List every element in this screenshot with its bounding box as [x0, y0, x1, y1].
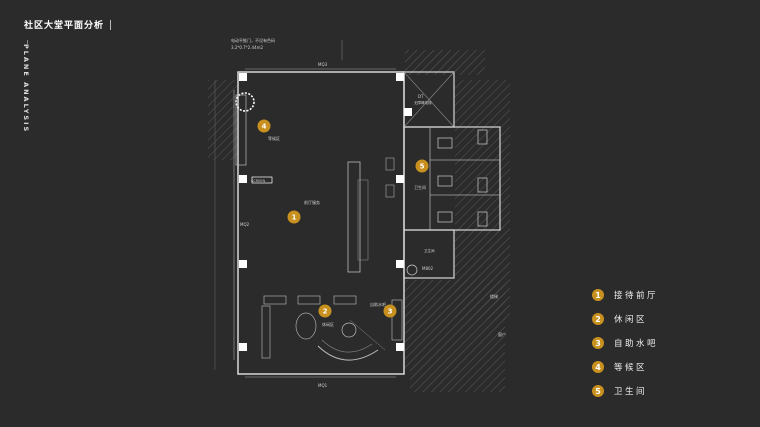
column — [396, 175, 404, 183]
marker-5-circle — [415, 159, 429, 173]
screen-label: SCREEN — [251, 179, 266, 183]
legend-num: 3 — [592, 337, 604, 349]
legend-num: 4 — [592, 361, 604, 373]
plan-marker-1: 1 — [287, 210, 301, 224]
stair-label: 楼梯 — [490, 293, 498, 299]
legend-num: 1 — [592, 289, 604, 301]
sofa — [333, 295, 357, 305]
door-label-right: M802 — [422, 266, 434, 271]
lobby-wall — [237, 71, 405, 375]
legend-item-wait: 4 等候区 — [592, 355, 658, 379]
legend-item-reception: 1 接待前厅 — [592, 283, 658, 307]
elevator-diag-2 — [403, 71, 455, 128]
bar-leader — [349, 319, 386, 351]
accessible-fixture — [406, 264, 418, 276]
window-label: 窗户 — [498, 331, 506, 337]
door-label-top: MQ3 — [318, 62, 328, 67]
legend-item-toilet: 5 卫生间 — [592, 379, 658, 403]
legend-num: 5 — [592, 385, 604, 397]
vertical-title: PLANE ANALYSIS — [22, 44, 30, 134]
reception-back — [357, 179, 369, 261]
column — [396, 343, 404, 351]
vertical-rule-top — [27, 40, 28, 44]
column — [239, 260, 247, 268]
rest-area-label: 休闲区 — [322, 321, 334, 327]
marker-3-circle — [383, 304, 397, 318]
legend-num: 2 — [592, 313, 604, 325]
screen — [251, 176, 273, 184]
title-divider — [110, 19, 112, 30]
column — [239, 343, 247, 351]
accessible-toilet — [403, 229, 455, 279]
elevator-sublabel: 无障碍电梯 — [414, 100, 432, 105]
lobby-label: 前厅服务 — [304, 199, 320, 205]
toilet-fixture-2 — [477, 177, 488, 193]
legend-label: 休闲区 — [614, 315, 648, 325]
legend-label: 自助水吧 — [614, 339, 659, 349]
hatch-bottom-right — [405, 280, 505, 370]
table — [295, 312, 317, 340]
hatch-left-top — [208, 80, 238, 160]
column — [396, 260, 404, 268]
sink-1 — [437, 137, 453, 149]
plan-note-2: 3.2*0.7*2.44m2 — [231, 45, 264, 50]
column — [239, 73, 247, 81]
page-title: 社区大堂平面分析 — [24, 18, 112, 31]
sink-2 — [437, 175, 453, 187]
plan-marker-4: 4 — [257, 119, 271, 133]
plan-marker-3: 3 — [383, 304, 397, 318]
reception-desk — [347, 161, 361, 273]
legend-label: 接待前厅 — [614, 291, 659, 301]
toilet2-label: 卫生间 — [424, 248, 435, 253]
page-title-text: 社区大堂平面分析 — [24, 21, 105, 31]
column — [396, 73, 404, 81]
toilet-label: 卫生间 — [414, 184, 426, 190]
side-bench — [261, 305, 271, 359]
legend: 1 接待前厅 2 休闲区 3 自助水吧 4 等候区 5 卫生间 — [592, 283, 658, 403]
legend-item-bar: 3 自助水吧 — [592, 331, 658, 355]
marker-3-text: 3 — [388, 308, 393, 316]
door-label-bottom: MQ1 — [318, 383, 328, 388]
marker-4-text: 4 — [262, 123, 267, 131]
chair — [385, 157, 395, 171]
hatch-top-right — [405, 50, 485, 75]
elevator-label: DT — [418, 94, 424, 99]
column — [404, 108, 412, 116]
wait-bench — [235, 94, 247, 166]
marker-2-text: 2 — [323, 308, 328, 316]
marker-5-text: 5 — [420, 163, 425, 171]
bar-area-label: 自助水吧 — [370, 301, 386, 307]
legend-item-rest: 2 休闲区 — [592, 307, 658, 331]
door-label-left: MQ2 — [240, 222, 250, 227]
curved-sofa — [317, 345, 379, 361]
hatch-bottom — [410, 370, 505, 392]
marker-1-text: 1 — [292, 214, 297, 222]
wait-area-label: 等候区 — [268, 135, 280, 141]
chair — [385, 184, 395, 198]
plan-marker-5: 5 — [415, 159, 429, 173]
sink-3 — [437, 211, 453, 223]
plan-note-1: 电动平推门，不设有色码 — [231, 37, 275, 43]
legend-label: 卫生间 — [614, 387, 648, 397]
toilet-fixture-3 — [477, 211, 488, 227]
sofa — [297, 295, 321, 305]
sofa — [263, 295, 287, 305]
bar-counter — [391, 299, 403, 341]
legend-label: 等候区 — [614, 363, 648, 373]
round-table — [341, 322, 357, 338]
marker-4-circle — [257, 119, 271, 133]
toilet-fixture-1 — [477, 129, 488, 145]
column — [239, 175, 247, 183]
curved-sofa-inner — [321, 339, 373, 353]
plan-marker-2: 2 — [318, 304, 332, 318]
marker-1-circle — [287, 210, 301, 224]
marker-2-circle — [318, 304, 332, 318]
